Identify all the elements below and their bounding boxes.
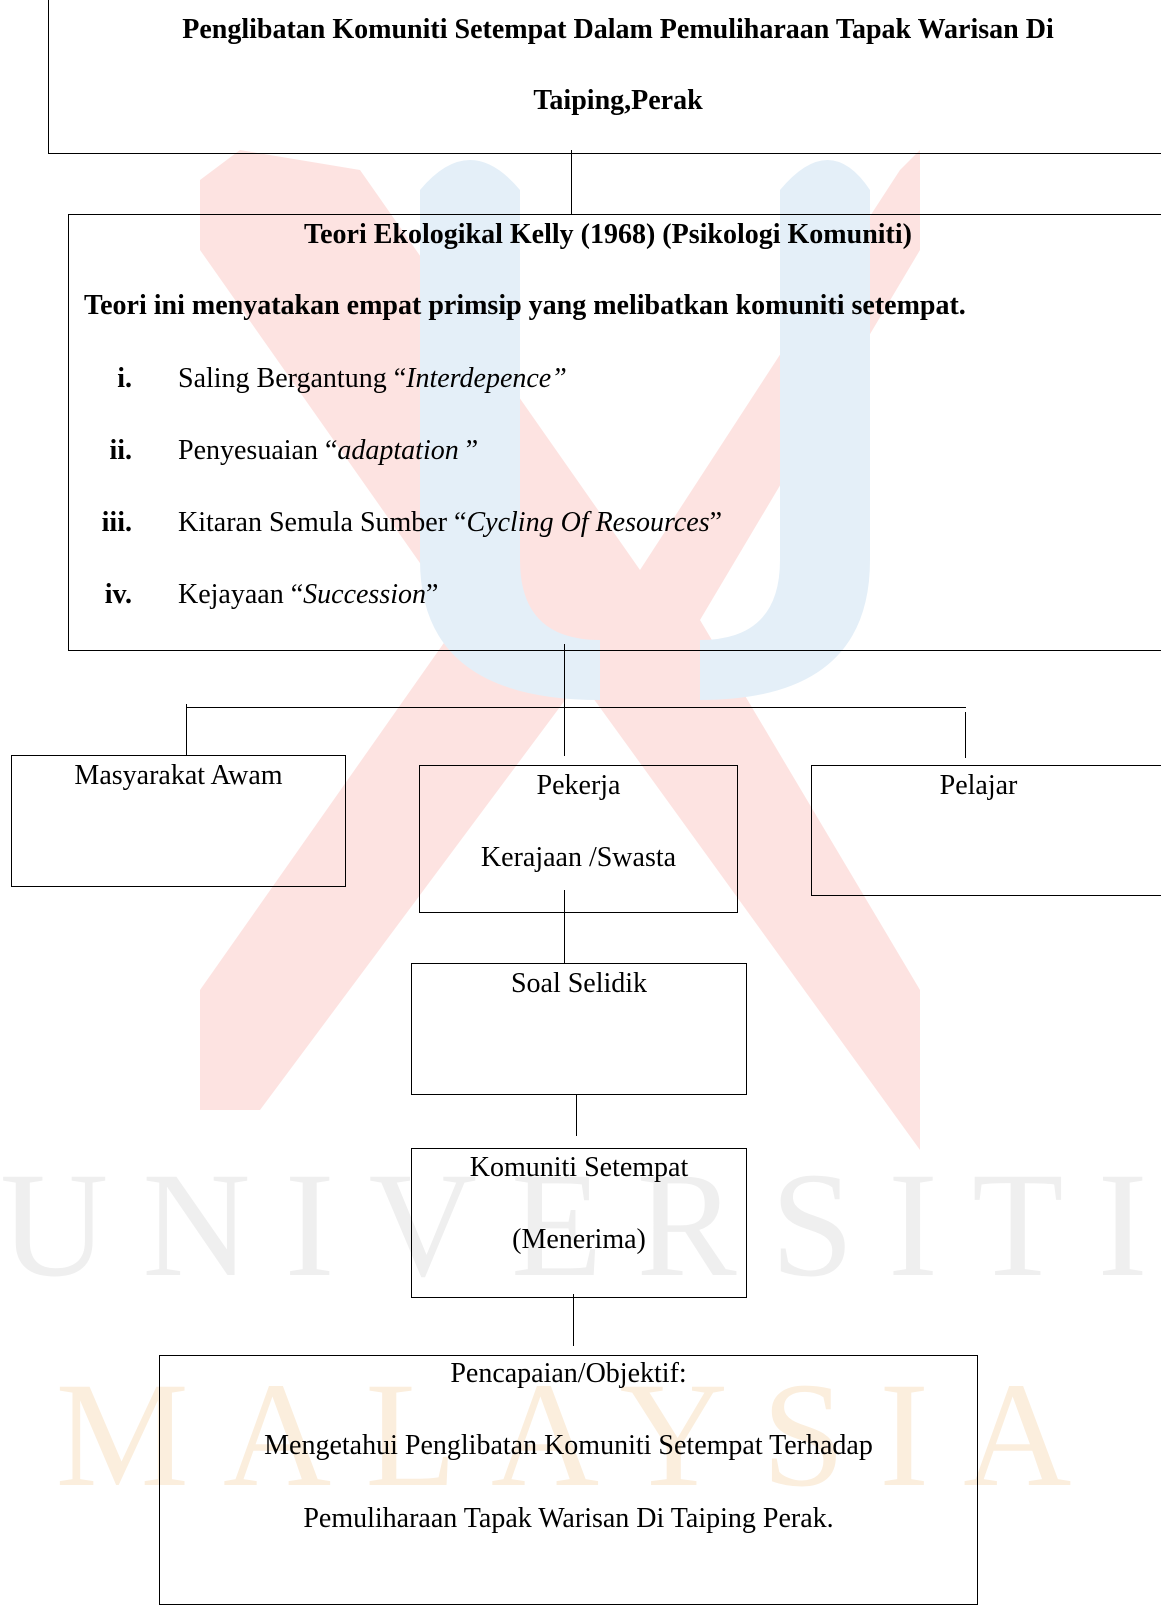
connector-survey-community [576, 1094, 578, 1136]
objective-line-2: Mengetahui Penglibatan Komuniti Setempat… [264, 1430, 873, 1461]
objective-title: Pencapaian/Objektif: [450, 1358, 687, 1389]
connector-title-theory [571, 150, 573, 215]
principle-item-3: Kitaran Semula Sumber “Cycling Of Resour… [178, 507, 723, 538]
survey-label: Soal Selidik [510, 968, 648, 999]
principle-item-2: Penyesuaian “adaptation ” [178, 435, 479, 466]
item-number-1: i. [117, 363, 132, 394]
title-line-2: Taiping,Perak [533, 85, 703, 116]
connector-community-objective [573, 1294, 575, 1346]
community-label-1: Komuniti Setempat [469, 1152, 689, 1183]
objective-line-3: Pemuliharaan Tapak Warisan Di Taiping Pe… [303, 1503, 834, 1534]
item-number-4: iv. [104, 579, 132, 610]
connector-horizontal [186, 707, 966, 709]
connector-theory-groups [564, 644, 566, 756]
group-label-students: Pelajar [939, 770, 1018, 801]
connector-right-drop [965, 712, 967, 758]
connector-workers-survey [564, 890, 566, 964]
title-line-1: Penglibatan Komuniti Setempat Dalam Pemu… [182, 14, 1054, 45]
theory-title: Teori Ekologikal Kelly (1968) (Psikologi… [303, 219, 912, 250]
item-number-2: ii. [109, 435, 132, 466]
principle-item-1: Saling Bergantung “Interdepence” [178, 363, 567, 394]
community-label-2: (Menerima) [512, 1224, 646, 1255]
item-number-3: iii. [101, 507, 132, 538]
group-label-workers-2: Kerajaan /Swasta [480, 842, 677, 873]
group-label-workers-1: Pekerja [536, 770, 621, 801]
group-label-public: Masyarakat Awam [74, 760, 283, 791]
theory-subtitle: Teori ini menyatakan empat primsip yang … [84, 290, 966, 321]
principle-item-4: Kejayaan “Succession” [178, 579, 439, 610]
connector-left-drop [186, 704, 188, 756]
objective-box [159, 1355, 978, 1605]
